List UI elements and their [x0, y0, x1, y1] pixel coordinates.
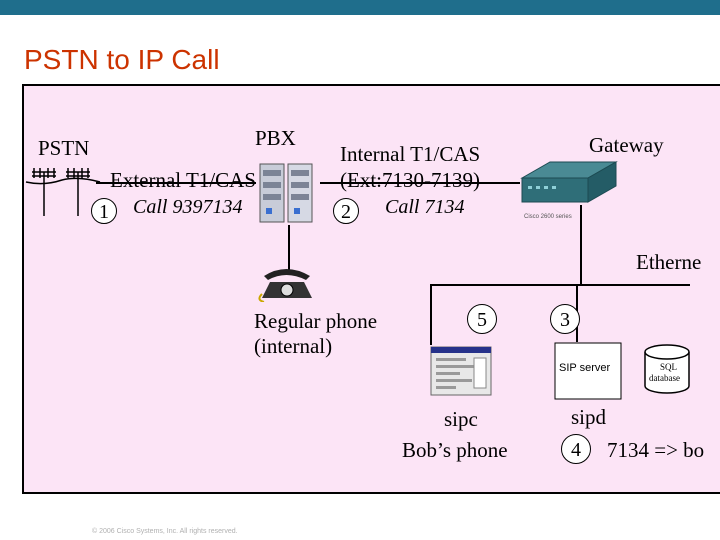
- copyright-text: © 2006 Cisco Systems, Inc. All rights re…: [92, 528, 238, 535]
- slide-title: PSTN to IP Call: [24, 44, 220, 75]
- pbx-phone-link: [288, 225, 290, 270]
- mapping-label: 7134 => bo: [607, 438, 705, 462]
- step-1-badge: 1: [91, 198, 117, 224]
- sql-label-line1: SQL: [660, 362, 678, 372]
- regular-phone-line1: Regular phone: [254, 309, 378, 333]
- bus-sipc-link: [430, 285, 432, 345]
- sip-server-icon: [554, 342, 622, 400]
- internal-trunk-line2: (Ext:7130-7139): [340, 168, 480, 192]
- sipc-label: sipc: [444, 407, 478, 431]
- pstn-tower-icon: [25, 168, 101, 216]
- top-bar: [0, 0, 720, 15]
- pbx-gateway-link: [320, 182, 520, 184]
- gateway-label: Gateway: [589, 133, 664, 157]
- pbx-label: PBX: [255, 126, 296, 150]
- gateway-ethernet-link: [580, 205, 582, 285]
- diagram-panel: [22, 84, 720, 494]
- internal-trunk-line1: Internal T1/CAS: [340, 142, 481, 166]
- pstn-pbx-link: [96, 182, 256, 184]
- step-5-badge: 5: [467, 304, 497, 334]
- regular-phone-line2: (internal): [254, 334, 333, 358]
- bobs-phone-label: Bob’s phone: [402, 438, 508, 462]
- external-trunk-label: External T1/CAS: [110, 168, 257, 192]
- ethernet-label: Etherne: [636, 250, 702, 274]
- sipd-label: sipd: [571, 405, 607, 429]
- step-2-badge: 2: [333, 198, 359, 224]
- sip-server-label: SIP server: [559, 362, 611, 374]
- call-1-label: Call 9397134: [133, 196, 243, 218]
- step-4-badge: 4: [561, 434, 591, 464]
- sipc-window-icon: [430, 346, 492, 396]
- step-3-badge: 3: [550, 304, 580, 334]
- sql-label-line2: database: [649, 373, 680, 383]
- gateway-router-icon: [520, 161, 618, 203]
- regular-phone-icon: [258, 269, 312, 302]
- ethernet-bus: [430, 284, 690, 286]
- sql-database-icon: [644, 344, 690, 394]
- pbx-server-icon: [259, 163, 313, 223]
- call-2-label: Call 7134: [385, 196, 465, 218]
- pstn-label: PSTN: [38, 136, 90, 160]
- gateway-model-label: Cisco 2600 series: [524, 214, 572, 220]
